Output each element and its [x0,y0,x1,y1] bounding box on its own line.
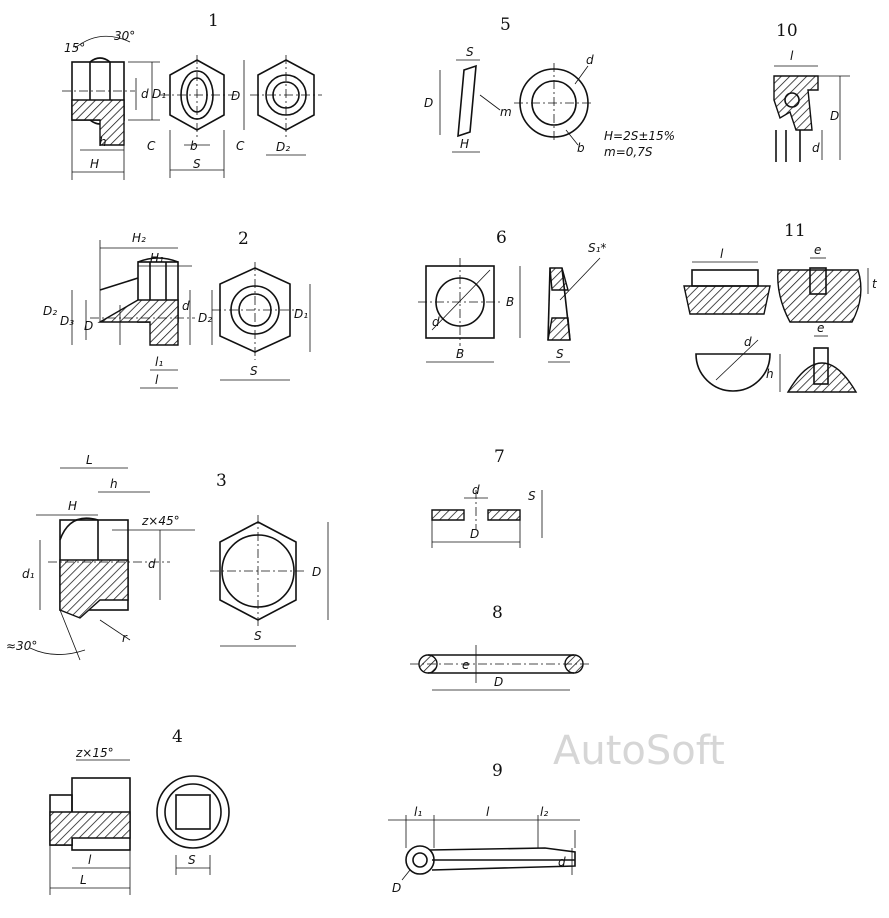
figure-number-9: 9 [492,761,503,781]
figure-6-square-washer: 6 d B B S₁* S [418,228,606,363]
label-D: D [84,319,93,333]
label-h: h [110,477,118,491]
label-t: t [872,277,878,291]
figure-1-hex-nut: 1 15° 30° d D₁ h H C b C [62,11,322,180]
label-d: d [141,87,149,101]
figure-2-collar-nut: 2 H₂ H₁ D₂ D₃ D d D₂ l₁ l D₁ S [43,229,311,389]
label-angle-30: 30° [114,29,135,43]
label-d: d [812,141,820,155]
label-d: d [558,855,566,869]
label-b: b [190,139,198,153]
label-r: r [122,631,128,645]
label-C-right: C [236,139,245,153]
label-m: m [500,105,512,119]
label-D2: D₂ [276,140,290,154]
label-d: d [432,315,440,329]
figure-number-7: 7 [494,447,505,467]
label-e-top: e [814,243,821,257]
label-b: b [577,141,585,155]
label-z15: z×15° [75,746,114,760]
label-d1: d₁ [22,567,35,581]
label-L: L [86,453,93,467]
figure-number-10: 10 [776,21,798,41]
figure-number-11: 11 [784,221,806,241]
label-B-side: B [506,295,514,309]
figure-7-flat-washer: 7 d S D [431,447,543,548]
figure-3-cap-nut: 3 L h H z×45° d₁ d r ≈30° D S [6,453,329,661]
label-h: h [766,367,774,381]
label-S: S [528,489,536,503]
label-D2-left: D₂ [43,304,57,318]
label-H: H [90,157,99,171]
figure-number-6: 6 [496,228,507,248]
label-D: D [392,881,401,895]
label-l: l [88,853,92,867]
label-S: S [254,629,262,643]
label-e-bottom: e [817,321,824,335]
label-d: d [182,299,190,313]
figure-5-spring-washer: 5 S D m H d b H=2S±15% m=0,7S [424,15,675,159]
label-D1: D₁ [294,307,308,321]
figure-number-5: 5 [500,15,511,35]
figure-number-2: 2 [238,229,249,249]
label-H: H [460,137,469,151]
label-l1: l₁ [155,355,163,369]
label-S: S [466,45,474,59]
label-D: D [424,96,433,110]
label-D: D [231,89,240,103]
label-l: l [486,805,490,819]
label-H: H [68,499,77,513]
label-l: l [155,373,159,387]
figure-11-keys: 11 l e t d h e [683,221,878,393]
label-H1: H₁ [150,251,164,265]
label-B-bottom: B [456,347,464,361]
label-D2-right: D₂ [198,311,212,325]
label-D: D [830,109,839,123]
figure-4-plug: 4 z×15° l L S [49,727,230,895]
label-d: d [472,483,480,497]
label-e: e [462,658,469,672]
label-d: d [744,335,752,349]
label-l: l [790,49,794,63]
label-S: S [250,364,258,378]
figure-number-3: 3 [216,471,227,491]
label-angle-30: ≈30° [6,639,37,653]
figure-number-1: 1 [208,11,219,31]
label-S1: S₁* [588,241,606,255]
label-z45: z×45° [141,514,180,528]
label-H2: H₂ [132,231,146,245]
figure-10-lip-seal: 10 l D d [773,21,850,162]
label-l: l [720,247,724,261]
label-D: D [312,565,321,579]
label-l2: l₂ [540,805,548,819]
label-S: S [188,853,196,867]
label-D1: D₁ [152,87,166,101]
label-S: S [193,157,201,171]
label-angle-15: 15° [64,41,85,55]
label-D: D [470,527,479,541]
label-d: d [586,53,594,67]
label-D3: D₃ [60,314,74,328]
figure-number-4: 4 [172,727,183,747]
figure-number-8: 8 [492,603,503,623]
label-D: D [494,675,503,689]
watermark-autosoft: AutoSoft [553,728,725,774]
label-h: h [99,135,107,149]
label-S: S [556,347,564,361]
label-C-left: C [147,139,156,153]
figure-8-o-ring: 8 e D [410,603,592,691]
label-L: L [80,873,87,887]
equation-m: m=0,7S [604,145,653,159]
label-d: d [148,557,156,571]
equation-H: H=2S±15% [604,129,675,143]
label-l1: l₁ [414,805,422,819]
figure-9-cotter-pin: 9 l₁ l l₂ D d [388,761,580,895]
